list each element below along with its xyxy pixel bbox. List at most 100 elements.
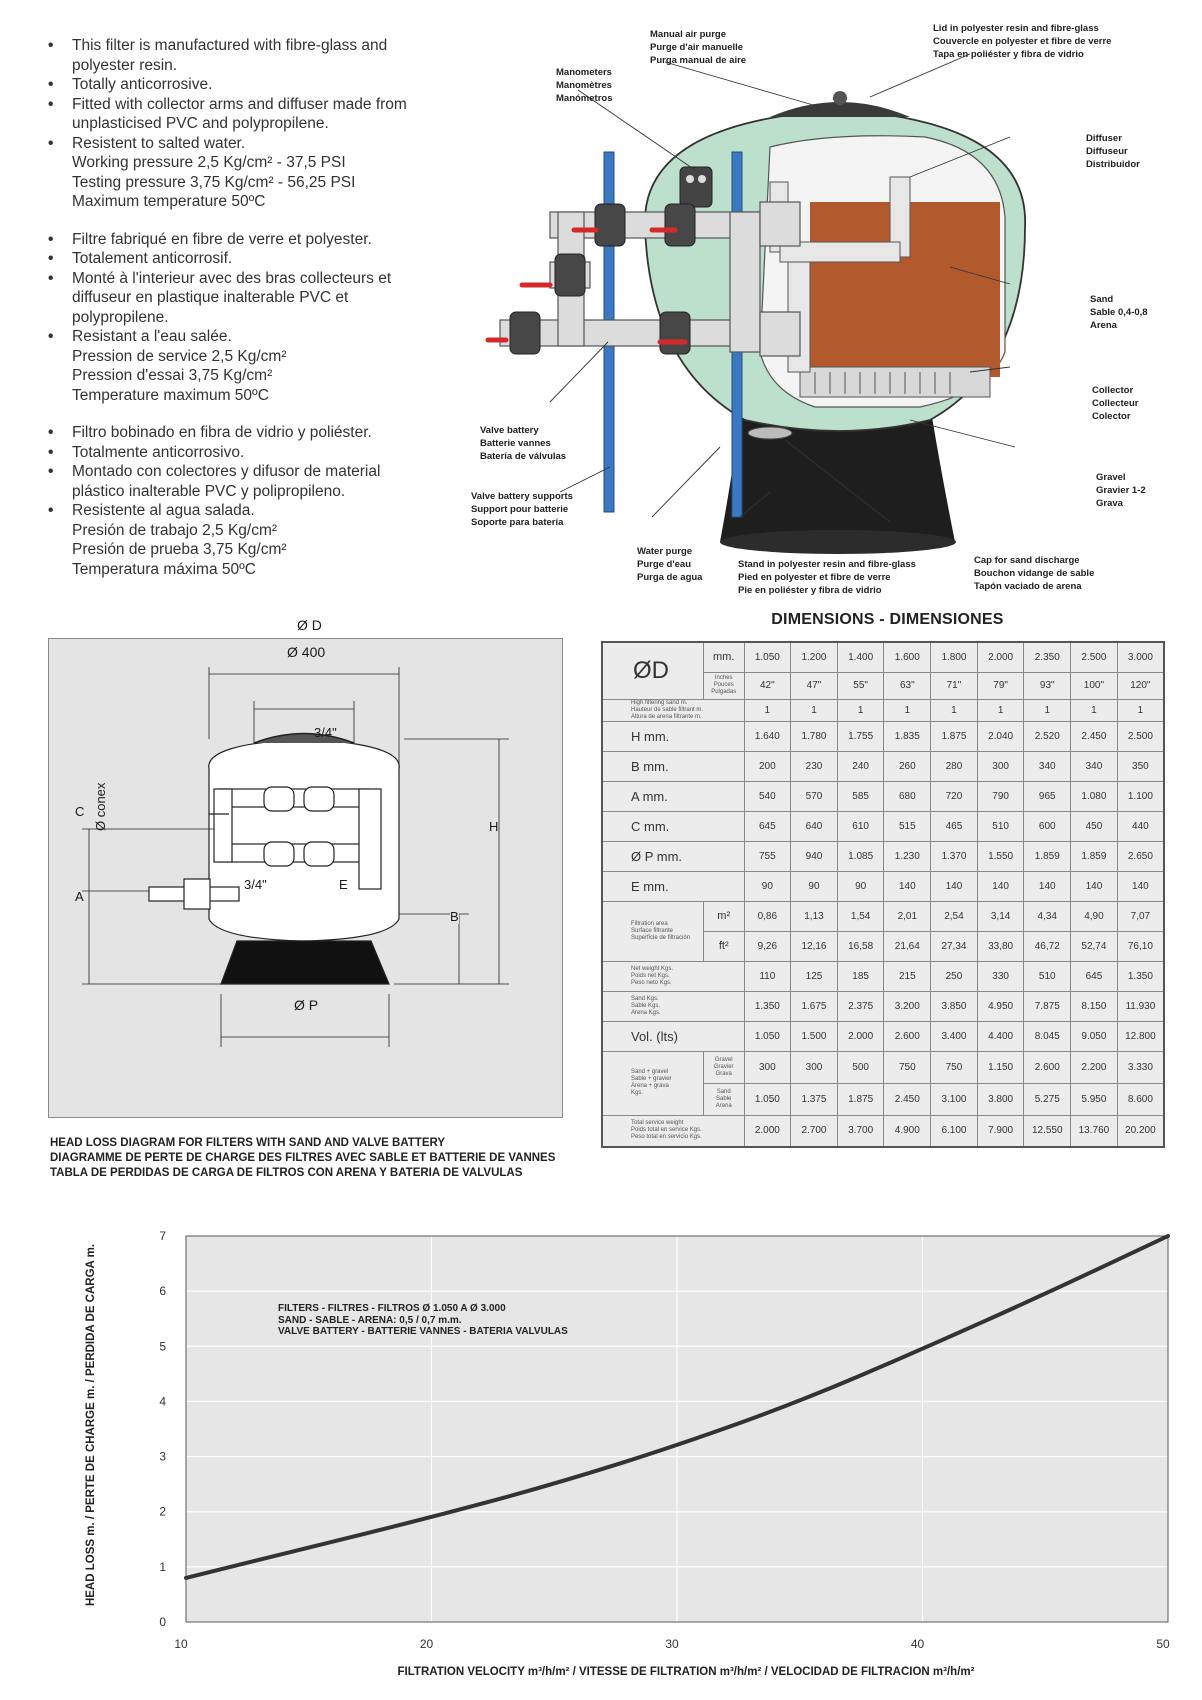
cell-value: 340 <box>1070 750 1118 782</box>
feature-group: This filter is manufactured with fibre-g… <box>48 36 418 212</box>
label-line: Pulgadas <box>711 689 737 695</box>
cell-value: 750 <box>930 1050 978 1084</box>
label-line: Gravel <box>714 1056 733 1063</box>
lid <box>770 102 910 117</box>
stand-outline <box>220 940 390 985</box>
cell-value: 790 <box>976 780 1025 812</box>
callout-line: Stand in polyester resin and fibre-glass <box>738 559 916 570</box>
label-line: Peso total en servicio Kgs. <box>631 1134 702 1141</box>
cell-value: 510 <box>976 810 1025 842</box>
feature-text: Totalement anticorrosif. <box>72 250 233 267</box>
cell-value: 1.600 <box>883 641 932 673</box>
label-a: A <box>75 889 84 904</box>
callout-line: Pie en poliéster y fibra de vidrio <box>738 585 882 596</box>
cell-value: 2.350 <box>1023 641 1072 673</box>
label-line: Inches <box>714 675 733 681</box>
feature-subline: Pression d'essai 3,75 Kg/cm² <box>72 367 273 384</box>
feature-item: Montado con colectores y difusor de mate… <box>48 462 418 501</box>
callout-line: Valve battery supports <box>471 491 573 502</box>
row-label: C mm. <box>601 810 745 842</box>
cell-value: 110 <box>743 960 792 992</box>
cell-value: 645 <box>1070 960 1118 992</box>
annotation-line-1: FILTERS - FILTRES - FILTROS Ø 1.050 A Ø … <box>278 1303 506 1314</box>
cell-value: 4.900 <box>883 1114 932 1148</box>
cell-value: 7,07 <box>1116 900 1165 932</box>
cell-value: 600 <box>1023 810 1072 842</box>
cell-value: 1 <box>883 698 932 722</box>
cell-value: 2.520 <box>1023 720 1072 752</box>
callout-line: Sand <box>1090 294 1114 305</box>
unit-mm: mm. <box>702 641 745 673</box>
callout-line: Manómetros <box>556 93 613 104</box>
callout-line: Collector <box>1092 385 1134 396</box>
feature-item: Totalement anticorrosif. <box>48 249 418 269</box>
cell-value: 90 <box>836 870 885 902</box>
cell-value: 47" <box>790 671 838 700</box>
label-b: B <box>450 909 459 924</box>
feature-subline: Temperature maximum 50ºC <box>72 386 269 404</box>
label-conex: Ø conex <box>93 782 108 831</box>
feature-text: Resistant a l'eau salée. <box>72 328 232 345</box>
cell-value: 1.050 <box>743 1020 792 1052</box>
cell-value: 1.100 <box>1116 780 1165 812</box>
callout-line: Gravier 1-2 <box>1096 485 1146 496</box>
cell-value: 42" <box>743 671 792 700</box>
cell-value: 79" <box>976 671 1025 700</box>
label-line: Sand <box>716 1088 731 1095</box>
cell-value: 9,26 <box>743 930 792 962</box>
label-line: Arena + grava <box>631 1083 669 1089</box>
label-line: Sand Kgs. <box>631 995 659 1002</box>
callout-line: Lid in polyester resin and fibre-glass <box>933 23 1099 34</box>
feature-item: Resistant a l'eau salée.Pression de serv… <box>48 327 418 405</box>
feature-item: Fitted with collector arms and diffuser … <box>48 95 418 134</box>
cell-value: 1 <box>976 698 1025 722</box>
y-tick-label: 4 <box>159 1394 166 1408</box>
cell-value: 350 <box>1116 750 1165 782</box>
callout-line: Batterie vannes <box>480 438 551 449</box>
callout-line: Tapa en poliéster y fibra de vidrio <box>933 49 1084 60</box>
cell-value: 540 <box>743 780 792 812</box>
cell-value: 3.400 <box>930 1020 978 1052</box>
valve-body-4 <box>509 311 541 355</box>
cell-value: 2.000 <box>743 1114 792 1148</box>
label-line: Arena <box>715 1102 732 1109</box>
cell-value: 1,13 <box>790 900 838 932</box>
feature-subline: Temperatura máxima 50ºC <box>72 560 256 578</box>
cell-value: 140 <box>883 870 932 902</box>
cell-value: 3.000 <box>1116 641 1165 673</box>
cell-value: 4.950 <box>976 990 1025 1022</box>
cell-value: 2.040 <box>976 720 1025 752</box>
cell-value: 230 <box>790 750 838 782</box>
label-line: Sable + gravier <box>631 1076 672 1082</box>
y-tick-label: 1 <box>159 1560 166 1574</box>
cell-value: 3.850 <box>930 990 978 1022</box>
cell-value: 440 <box>1116 810 1165 842</box>
callout-line: Purge d'eau <box>637 559 691 570</box>
callout-line: Diffuser <box>1086 133 1122 144</box>
feature-item: Resistente al agua salada.Presión de tra… <box>48 501 418 579</box>
feature-item: Totalmente anticorrosivo. <box>48 443 418 463</box>
cell-value: 140 <box>930 870 978 902</box>
cell-value: 63" <box>883 671 932 700</box>
chart-annotation: FILTERS - FILTRES - FILTROS Ø 1.050 A Ø … <box>278 1303 568 1338</box>
callout-line: Tapón vaciado de arena <box>974 581 1082 592</box>
cell-value: 300 <box>743 1050 792 1084</box>
x-tick-label: 40 <box>911 1637 925 1651</box>
feature-item: Totally anticorrosive. <box>48 75 418 95</box>
feature-item: Monté à l'interieur avec des bras collec… <box>48 269 418 328</box>
feature-text: Filtre fabriqué en fibre de verre et pol… <box>72 230 372 248</box>
label-line: Poids net Kgs. <box>631 972 670 979</box>
cell-value: 100" <box>1070 671 1118 700</box>
feature-text: Fitted with collector arms and diffuser … <box>72 95 407 133</box>
cell-value: 3.200 <box>883 990 932 1022</box>
label-threequarter-top: 3/4" <box>314 725 337 740</box>
cell-value: 1.350 <box>1116 960 1165 992</box>
